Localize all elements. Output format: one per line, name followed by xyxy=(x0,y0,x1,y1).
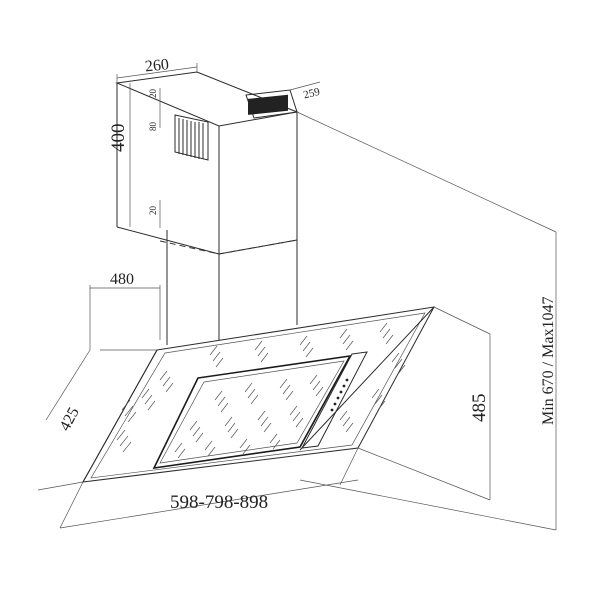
dim-480: 480 xyxy=(110,271,134,288)
dim-400: 400 xyxy=(108,124,129,153)
dim-widths: 598-798-898 xyxy=(170,492,268,513)
dim-20-top: 20 xyxy=(148,89,158,99)
hood-body xyxy=(82,306,435,483)
vent-grille xyxy=(174,114,209,161)
dim-20-bottom: 20 xyxy=(148,206,158,216)
dimension-lines xyxy=(37,63,557,531)
glass-hatching xyxy=(116,322,406,459)
dim-259: 259 xyxy=(302,86,321,102)
dim-total-height: Min 670 / Max1047 xyxy=(540,297,557,425)
dim-80: 80 xyxy=(148,122,158,132)
chimney-lower xyxy=(166,230,298,345)
control-buttons xyxy=(330,378,349,412)
dim-425: 425 xyxy=(57,405,83,434)
dim-485: 485 xyxy=(469,394,490,423)
dim-260: 260 xyxy=(144,56,170,75)
